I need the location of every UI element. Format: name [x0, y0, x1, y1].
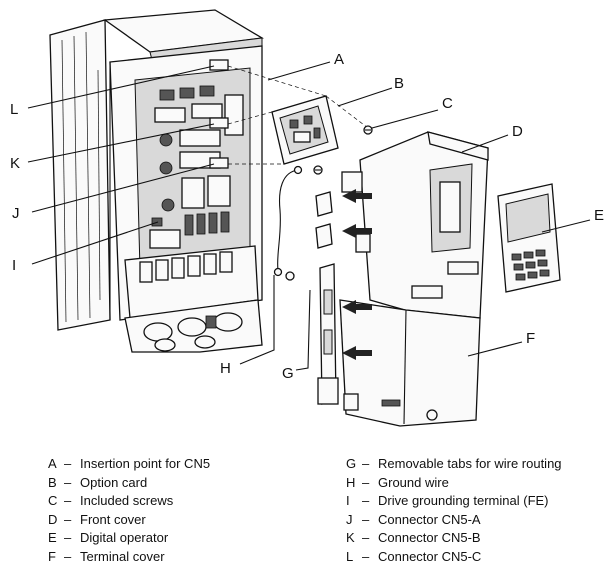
insertion-guides: [227, 65, 369, 165]
option-card: [271, 95, 339, 165]
callout-d: D: [512, 123, 523, 140]
legend-item: I–Drive grounding terminal (FE): [346, 492, 562, 511]
legend-separator: –: [362, 511, 370, 527]
legend-text: Connector CN5-C: [378, 548, 482, 564]
callout-g: G: [282, 365, 294, 382]
legend-left-column: A–Insertion point for CN5 B–Option card …: [48, 455, 210, 567]
leader-lines: [27, 61, 591, 371]
legend-separator: –: [64, 511, 72, 527]
callout-j: J: [12, 205, 20, 222]
legend-key: I: [346, 493, 350, 509]
legend-text: Ground wire: [378, 474, 449, 490]
legend-item: H–Ground wire: [346, 474, 562, 493]
drive-chassis: [49, 9, 264, 353]
legend-item: J–Connector CN5-A: [346, 511, 562, 530]
callout-i: I: [12, 257, 16, 274]
legend-separator: –: [64, 530, 72, 546]
legend-item: A–Insertion point for CN5: [48, 455, 210, 474]
legend-right-column: G–Removable tabs for wire routing H–Grou…: [346, 455, 562, 567]
legend-separator: –: [362, 548, 370, 564]
legend-item: B–Option card: [48, 474, 210, 493]
callout-a: A: [334, 51, 344, 68]
legend-text: Connector CN5-A: [378, 511, 481, 527]
legend-text: Digital operator: [80, 530, 169, 546]
legend-text: Connector CN5-B: [378, 530, 481, 546]
legend-separator: –: [362, 493, 370, 509]
legend-item: E–Digital operator: [48, 529, 210, 548]
included-screws: [313, 125, 373, 175]
terminal-block: [139, 251, 233, 283]
callout-e: E: [594, 207, 604, 224]
legend-separator: –: [64, 493, 72, 509]
callout-k: K: [10, 155, 20, 172]
legend-key: D: [48, 511, 58, 527]
legend-text: Option card: [80, 474, 148, 490]
legend-key: A: [48, 456, 57, 471]
legend-key: F: [48, 548, 56, 564]
legend-text: Removable tabs for wire routing: [378, 456, 562, 471]
legend-separator: –: [362, 530, 370, 546]
legend: A–Insertion point for CN5 B–Option card …: [0, 455, 616, 573]
callout-labels: A B C D E F G H I J K L: [10, 51, 604, 382]
legend-item: G–Removable tabs for wire routing: [346, 455, 562, 474]
legend-separator: –: [362, 474, 370, 490]
direction-arrows: [342, 189, 372, 360]
callout-l: L: [10, 101, 18, 118]
legend-key: E: [48, 530, 57, 546]
legend-key: J: [346, 511, 353, 527]
legend-separator: –: [64, 474, 72, 490]
legend-text: Insertion point for CN5: [80, 456, 211, 471]
legend-separator: –: [362, 456, 370, 471]
legend-key: H: [346, 474, 356, 490]
connector-cn5-b: [209, 117, 229, 129]
connector-cn5-c: [209, 59, 229, 71]
legend-text: Terminal cover: [80, 548, 165, 564]
front-cover: [341, 131, 489, 319]
legend-text: Included screws: [80, 493, 174, 509]
legend-key: G: [346, 456, 357, 471]
internal-components: [149, 85, 244, 249]
legend-key: K: [346, 530, 355, 546]
legend-key: C: [48, 493, 58, 509]
terminal-cover: [317, 263, 481, 427]
removable-tabs: [315, 191, 333, 249]
legend-key: L: [346, 548, 354, 564]
callout-c: C: [442, 95, 453, 112]
callout-f: F: [526, 330, 535, 347]
exploded-installation-diagram: A B C D E F G H I J K L: [10, 9, 604, 427]
legend-item: L–Connector CN5-C: [346, 548, 562, 567]
legend-item: K–Connector CN5-B: [346, 529, 562, 548]
callout-h: H: [220, 360, 231, 377]
ground-wire: [273, 165, 303, 281]
operator-keypad: [511, 249, 550, 281]
digital-operator: [497, 183, 561, 293]
legend-item: C–Included screws: [48, 492, 210, 511]
legend-key: B: [48, 474, 57, 490]
legend-separator: –: [64, 456, 72, 471]
connector-cn5-a: [209, 157, 229, 169]
legend-text: Drive grounding terminal (FE): [378, 493, 549, 509]
callout-b: B: [394, 75, 404, 92]
legend-text: Front cover: [80, 511, 146, 527]
legend-separator: –: [64, 548, 72, 564]
legend-item: D–Front cover: [48, 511, 210, 530]
legend-item: F–Terminal cover: [48, 548, 210, 567]
